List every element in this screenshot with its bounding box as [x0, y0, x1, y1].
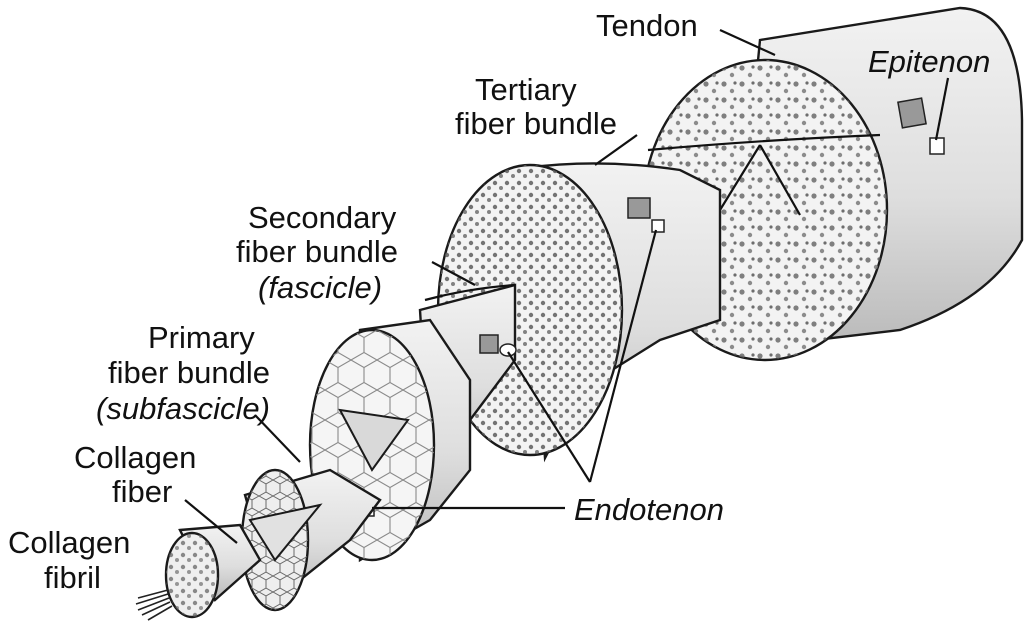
label-primary-line1: Primary: [148, 320, 255, 355]
label-secondary-line3: (fascicle): [258, 270, 382, 305]
epitenon-patch: [898, 98, 926, 128]
label-primary-line3: (subfascicle): [96, 391, 270, 426]
label-primary-line2: fiber bundle: [108, 355, 270, 390]
label-collagen-fiber-line1: Collagen: [74, 440, 196, 475]
label-tertiary-line2: fiber bundle: [455, 106, 617, 141]
label-tertiary-line1: Tertiary: [475, 72, 577, 107]
label-collagen-fibril-line2: fibril: [44, 560, 101, 595]
label-collagen-fiber-line2: fiber: [112, 474, 172, 509]
label-secondary-line1: Secondary: [248, 200, 397, 235]
fibril-strands: [136, 590, 172, 620]
label-endotenon: Endotenon: [574, 492, 724, 527]
collagen-fibril-segment: [136, 525, 260, 620]
label-secondary-line2: fiber bundle: [236, 234, 398, 269]
label-tendon: Tendon: [596, 8, 698, 43]
label-epitenon: Epitenon: [868, 44, 990, 79]
label-collagen-fibril-line1: Collagen: [8, 525, 130, 560]
